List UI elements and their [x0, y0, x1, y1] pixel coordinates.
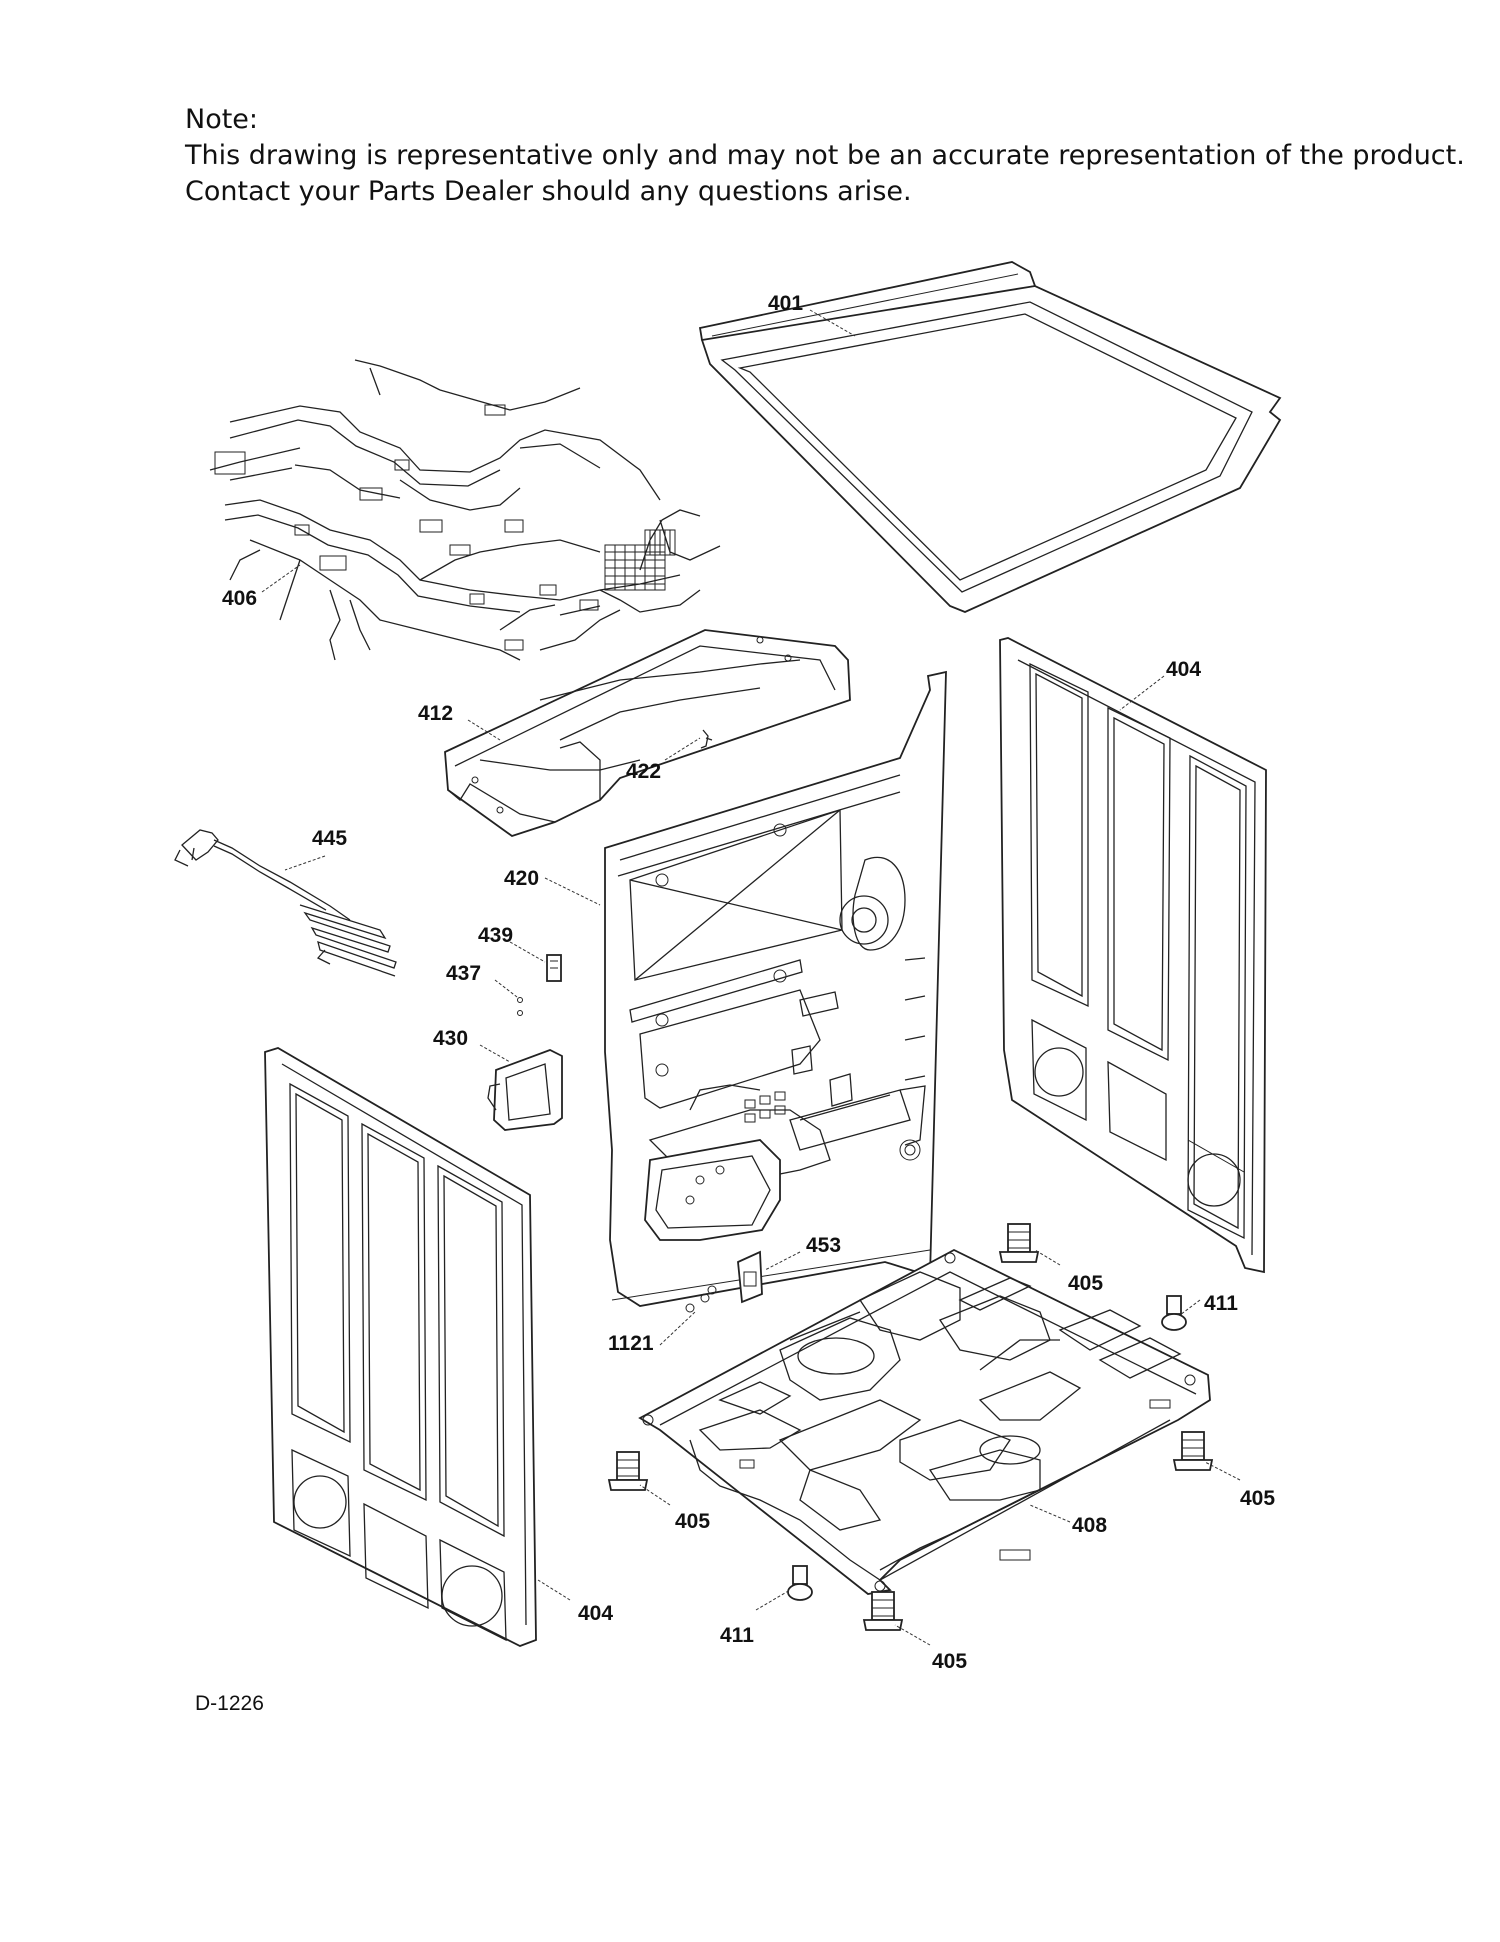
callout-404-right: 404 [1166, 658, 1201, 681]
part-406-wire-harness[interactable] [209, 359, 721, 661]
part-404-side-panel-right[interactable] [999, 637, 1267, 1274]
diagram-code: D-1226 [195, 1692, 264, 1715]
callout-422: 422 [626, 760, 661, 783]
callout-405-bottom: 405 [932, 1650, 967, 1673]
part-422-clip[interactable] [700, 729, 713, 749]
callout-406: 406 [222, 587, 257, 610]
callout-437: 437 [446, 962, 481, 985]
part-401-top-cover[interactable] [698, 261, 1282, 613]
callout-453: 453 [806, 1234, 841, 1257]
callout-401: 401 [768, 292, 803, 315]
part-405-leveling-leg-3[interactable] [607, 1451, 649, 1491]
part-405-leveling-leg-4[interactable] [862, 1591, 904, 1631]
part-411-foot-2[interactable] [787, 1565, 813, 1601]
part-445-heater[interactable] [174, 829, 397, 977]
part-430-frame[interactable] [487, 1049, 563, 1131]
callout-420: 420 [504, 867, 539, 890]
callout-405-left: 405 [675, 1510, 710, 1533]
part-405-leveling-leg-1[interactable] [998, 1223, 1040, 1263]
part-404-side-panel-left[interactable] [264, 1047, 537, 1647]
callout-412: 412 [418, 702, 453, 725]
part-437-screws[interactable] [517, 997, 523, 1016]
callout-1121: 1121 [608, 1332, 654, 1355]
part-408-base[interactable] [638, 1248, 1211, 1595]
note-heading: Note: [185, 104, 259, 135]
callout-445: 445 [312, 827, 347, 850]
leader-lines [261, 309, 1241, 1646]
callout-405-right: 405 [1240, 1487, 1275, 1510]
drawing-note: Note: This drawing is representative onl… [185, 102, 1465, 210]
callout-411-right: 411 [1204, 1292, 1238, 1315]
part-412-bracket[interactable] [444, 629, 851, 837]
part-411-foot-1[interactable] [1161, 1295, 1187, 1331]
callout-430: 430 [433, 1027, 468, 1050]
callout-404-left: 404 [578, 1602, 613, 1625]
callout-408: 408 [1072, 1514, 1107, 1537]
part-439-switch[interactable] [546, 954, 562, 982]
part-405-leveling-leg-2[interactable] [1172, 1431, 1214, 1471]
note-line-2: Contact your Parts Dealer should any que… [185, 176, 912, 207]
note-line-1: This drawing is representative only and … [185, 140, 1465, 171]
part-453-bracket[interactable] [737, 1250, 763, 1304]
callout-411-bottom: 411 [720, 1624, 754, 1647]
part-1121-screws[interactable] [685, 1285, 717, 1313]
callout-439: 439 [478, 924, 513, 947]
part-420-back-panel[interactable] [604, 670, 947, 1307]
callout-405-top: 405 [1068, 1272, 1103, 1295]
